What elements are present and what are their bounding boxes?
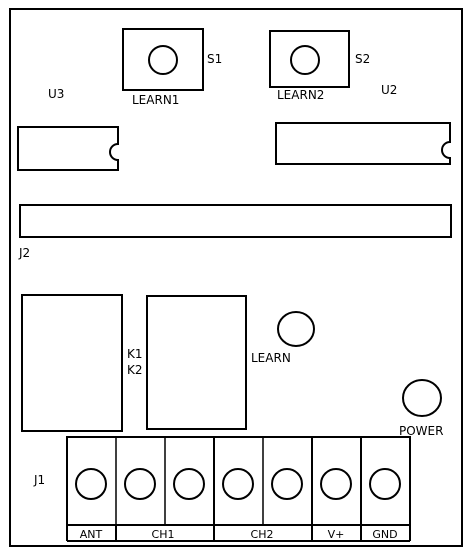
terminal-block-j1: J1 ANT CH1 CH2 V+ GND	[33, 436, 411, 542]
switch-s2: S2 LEARN2	[269, 30, 370, 102]
ic-u3-body	[17, 126, 119, 171]
switch-s1-button	[148, 45, 178, 75]
switch-s2-button	[290, 45, 320, 75]
terminal-label-ch1: CH1	[152, 528, 175, 541]
led-power-label: POWER	[399, 424, 443, 438]
led-learn-label: LEARN	[251, 351, 291, 365]
led-learn-body	[277, 311, 315, 347]
terminal-screw	[173, 468, 205, 500]
header-j2: J2	[18, 204, 452, 260]
ic-u3: U3	[17, 87, 119, 171]
relay-k2-designator: K2	[127, 363, 143, 377]
terminal-screw	[369, 468, 401, 500]
relay-k1-body	[21, 294, 123, 432]
led-learn: LEARN	[251, 311, 315, 365]
header-j2-designator: J2	[18, 246, 30, 260]
terminal-label-gnd: GND	[372, 528, 397, 541]
terminal-screw	[320, 468, 352, 500]
ic-u2: U2	[275, 83, 451, 165]
relay-k2-body	[146, 295, 247, 430]
switch-s1-body	[122, 28, 204, 91]
switch-s2-label: LEARN2	[277, 88, 324, 102]
terminal-label-ch2: CH2	[251, 528, 274, 541]
terminal-screw	[75, 468, 107, 500]
header-j2-body	[19, 204, 452, 238]
terminal-label-vplus: V+	[328, 528, 345, 541]
terminal-screw	[222, 468, 254, 500]
relays: K1 K2	[21, 294, 247, 432]
terminal-screw	[271, 468, 303, 500]
ic-u2-body	[275, 122, 451, 165]
terminal-screw	[124, 468, 156, 500]
board-outline	[9, 8, 463, 547]
switch-s2-designator: S2	[355, 52, 370, 66]
led-power: POWER	[399, 379, 443, 438]
switch-s1-designator: S1	[207, 52, 222, 66]
switch-s1: S1 LEARN1	[122, 28, 222, 107]
ic-u3-designator: U3	[48, 87, 64, 101]
relay-k1-designator: K1	[127, 347, 143, 361]
led-power-body	[402, 379, 442, 417]
switch-s2-body	[269, 30, 350, 88]
switch-s1-label: LEARN1	[132, 93, 179, 107]
terminal-block-j1-designator: J1	[33, 473, 45, 487]
terminal-label-ant: ANT	[80, 528, 103, 541]
ic-u2-designator: U2	[381, 83, 397, 97]
